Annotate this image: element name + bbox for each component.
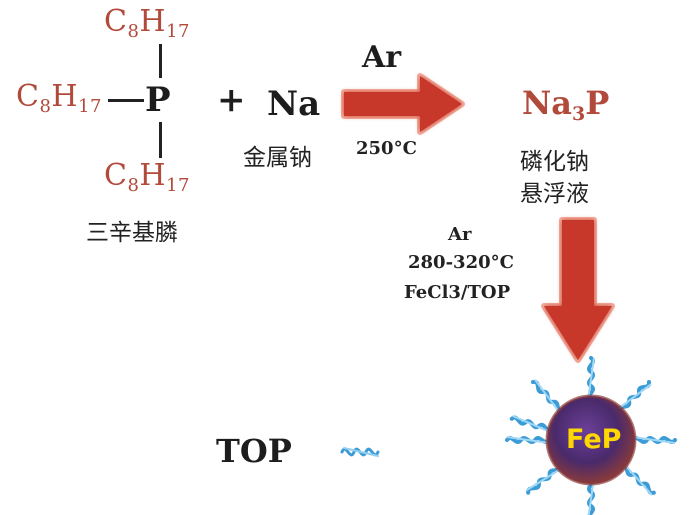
chain-sub-8: 8 <box>39 96 52 117</box>
top-chain-label: C8H17 <box>104 4 190 42</box>
na3p-p: P <box>585 84 610 122</box>
right-arrow-icon <box>341 73 465 135</box>
chain-h: H <box>139 158 167 193</box>
left-chain-label: C8H17 <box>16 79 102 117</box>
ligand-molecule-icon <box>340 447 380 457</box>
chain-c: C <box>16 79 40 114</box>
chain-h: H <box>51 79 79 114</box>
chain-h: H <box>139 4 167 39</box>
sodium-name: 金属钠 <box>243 145 312 171</box>
top-ligand-label: TOP <box>216 432 292 470</box>
na3p-na: Na <box>522 84 572 122</box>
down-arrow-icon <box>541 217 615 363</box>
fep-nanoparticle-icon <box>505 356 677 515</box>
phosphorus-atom: P <box>145 80 171 120</box>
chain-sub-17: 17 <box>166 21 190 42</box>
chain-c: C <box>104 158 128 193</box>
step1-temperature: 250°C <box>356 138 417 159</box>
step2-temperature: 280-320°C <box>408 252 514 273</box>
step1-atmosphere: Ar <box>362 40 402 75</box>
plus-sign: + <box>217 80 246 120</box>
suspension-name-line2: 悬浮液 <box>520 181 589 207</box>
chain-c: C <box>104 4 128 39</box>
chain-sub-17: 17 <box>78 96 102 117</box>
trioctylphosphine-name: 三辛基膦 <box>86 220 178 246</box>
step2-reagent: FeCl3/TOP <box>404 282 511 303</box>
sodium-phosphide-formula: Na3P <box>522 84 609 125</box>
chain-sub-8: 8 <box>127 175 140 196</box>
bond-left <box>108 99 144 102</box>
na3p-sub-3: 3 <box>571 103 586 125</box>
bottom-chain-label: C8H17 <box>104 158 190 196</box>
chain-sub-17: 17 <box>166 175 190 196</box>
bond-bottom <box>159 122 162 158</box>
suspension-name-line1: 磷化钠 <box>520 149 589 175</box>
step2-atmosphere: Ar <box>448 224 472 245</box>
sodium-symbol: Na <box>267 84 321 124</box>
bond-top <box>159 44 162 78</box>
chain-sub-8: 8 <box>127 21 140 42</box>
fep-label: FeP <box>566 424 622 455</box>
